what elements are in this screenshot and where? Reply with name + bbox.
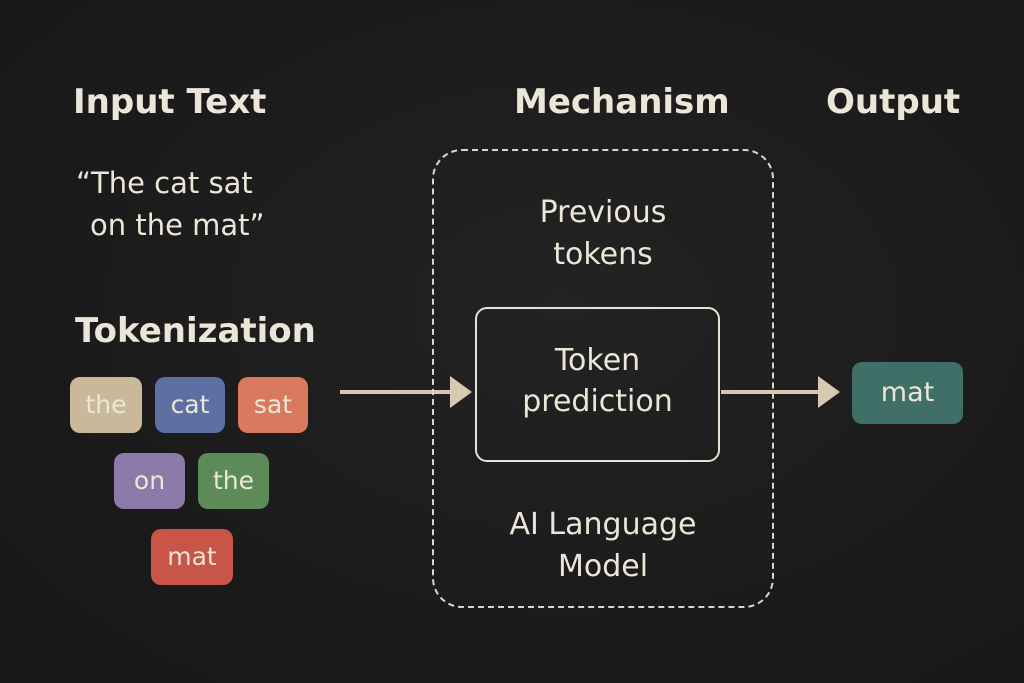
output-arrow-shaft [721,390,821,394]
model-label-line-2: Model [557,549,649,584]
input-arrow-shaft [340,390,452,394]
tokenization-heading: Tokenization [75,311,316,351]
input-arrow-head [450,376,472,408]
previous-tokens-label-line-1: Previous [539,195,667,230]
output-arrow-head [818,376,840,408]
token-chip-on: on [114,453,185,509]
input-text-heading: Input Text [73,82,267,122]
token-chip-cat: cat [155,377,225,433]
token-chip-the-2: the [198,453,269,509]
language-model-boundary [432,149,774,608]
mechanism-heading: Mechanism [514,82,730,122]
token-chip-mat: mat [151,529,233,585]
token-prediction-label-line-2: prediction [522,384,673,419]
token-prediction-box [475,307,720,462]
output-token-chip: mat [852,362,963,424]
token-prediction-label-line-1: Token [554,343,641,378]
output-heading: Output [826,82,961,122]
input-sentence-line-1: “The cat sat [76,166,253,200]
previous-tokens-label-line-2: tokens [553,237,653,272]
token-chip-sat: sat [238,377,308,433]
model-label-line-1: AI Language [509,507,697,542]
input-sentence-line-2: on the mat” [90,208,265,242]
token-chip-the: the [70,377,142,433]
